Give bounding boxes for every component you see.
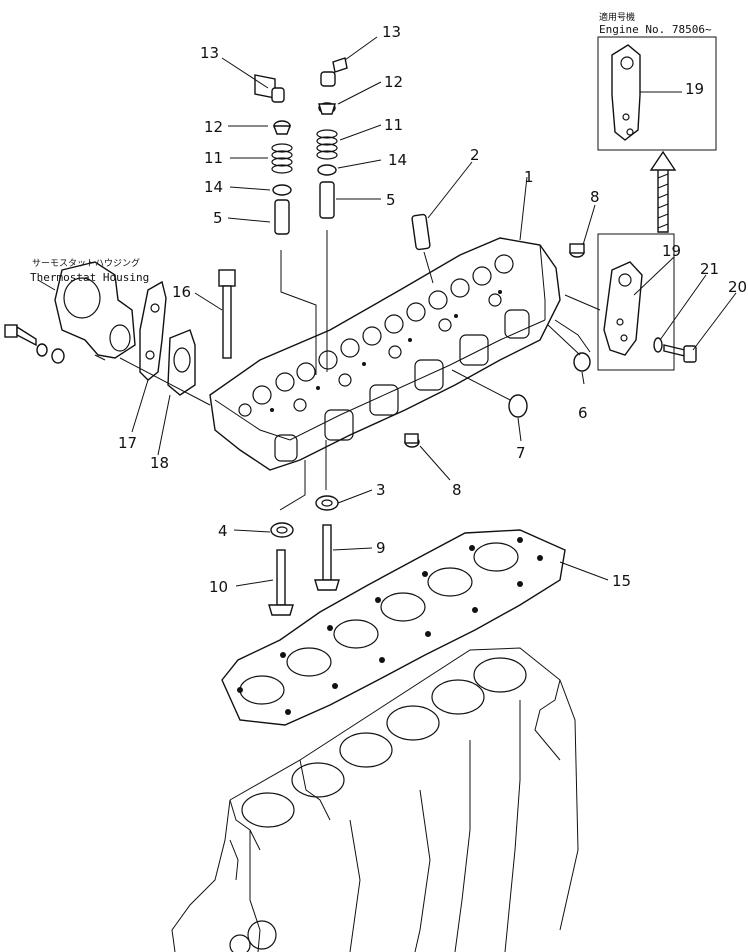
valve-seats-valves [268,440,340,616]
callout-15: 15 [612,572,631,590]
thermostat-label-en: Thermostat Housing [30,271,149,284]
callout-11-left: 11 [204,149,223,167]
leader-lines [37,36,737,587]
bracket-19-upper [611,44,641,141]
serial-box-frame [597,36,717,151]
gasket-18 [167,329,196,396]
plug-8-upper [569,243,585,258]
callout-10: 10 [209,578,228,596]
callout-13-right: 13 [382,23,401,41]
callout-5-left: 5 [213,209,223,227]
callout-4: 4 [218,522,228,540]
callout-16: 16 [172,283,191,301]
callout-14-right: 14 [388,151,407,169]
cylinder-block [171,647,579,952]
plug-8-lower [404,433,420,448]
bracket-17 [139,280,167,381]
callout-20: 20 [728,278,747,296]
plug-7 [508,394,528,418]
callout-3: 3 [376,481,386,499]
bolt-20 [663,344,697,363]
callout-18: 18 [150,454,169,472]
callout-8-lower: 8 [452,481,462,499]
head-gasket [221,529,566,726]
callout-6: 6 [578,404,588,422]
callout-14-left: 14 [204,178,223,196]
callout-5-right: 5 [386,191,396,209]
callout-17: 17 [118,434,137,452]
callout-12-right: 12 [384,73,403,91]
callout-12-left: 12 [204,118,223,136]
thermostat-housing [54,261,136,361]
bracket-frame-lower [597,233,675,371]
callout-8-upper: 8 [590,188,600,206]
thermostat-label-jp: サーモスタットハウジング [32,257,140,269]
bolt-16 [218,269,236,359]
bracket-19-lower [603,261,643,356]
serial-label-jp: 適用号機 [599,11,635,23]
callout-2: 2 [470,146,480,164]
callout-21: 21 [700,260,719,278]
valve-stack-right [316,57,348,372]
callout-19-lower: 19 [662,242,681,260]
washer-21 [653,337,663,353]
callout-13-left: 13 [200,44,219,62]
housing-bolt [4,324,65,364]
callout-11-right: 11 [384,116,403,134]
callout-1: 1 [524,168,534,186]
valve-stack-left [254,74,317,375]
callout-7: 7 [516,444,526,462]
cylinder-head [209,237,561,471]
plug-6 [573,352,591,372]
callout-19-upper: 19 [685,80,704,98]
serial-label-en: Engine No. 78506~ [599,23,712,36]
arrow-up-icon [649,150,677,233]
callout-9: 9 [376,539,386,557]
valve-guide-2 [411,213,431,251]
